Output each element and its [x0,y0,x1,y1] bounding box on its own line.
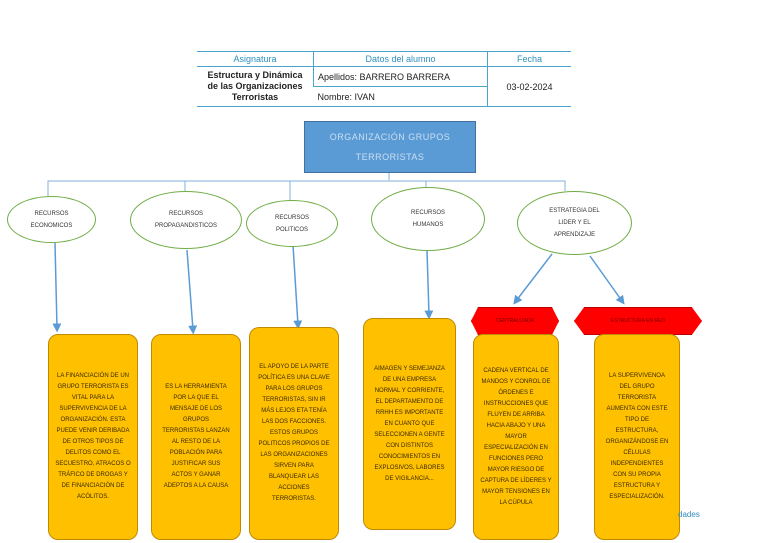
node-humanos-label: RECURSOS HUMANOS [410,210,445,228]
box-politicos-text: EL APOYO DE LA PARTE POLÍTICA ES UNA CLA… [258,364,330,502]
arrow-politicos [292,244,303,330]
type-red-label: ESTRUCTURA EN RED [610,318,666,324]
root-title-line1: ORGANIZACIÓN GRUPOS [329,132,451,142]
header-subject-label: Asignatura [197,51,314,67]
arrow-red [589,255,625,305]
root-node: ORGANIZACIÓN GRUPOS TERRORISTAS [304,121,476,173]
box-humanos-text: AIMAGEN Y SEMEJANZA DE UNA EMPRESA NORMA… [374,365,445,482]
node-estrategia-label: ESTRATEGIA DEL LIDER Y EL APRENDIZAJE [549,208,600,238]
node-propagandisticos: RECURSOS PROPAGANDISTICOS [130,191,242,249]
arrow-centralizada [513,253,553,305]
node-economicos-label: RECURSOS ECONOMICOS [30,210,73,229]
box-red-text: LA SUPERVIVENOA DEL GRUPO TERRORISTA AUM… [605,373,669,500]
root-title-line2: TERRORISTAS [355,152,425,162]
box-economicos: LA FINANCIACIÓN DE UN GRUPO TERRORISTA E… [48,334,138,540]
header-table: Asignatura Datos del alumno Fecha Estruc… [197,51,571,107]
node-humanos: RECURSOS HUMANOS [371,187,485,251]
node-estrategia: ESTRATEGIA DEL LIDER Y EL APRENDIZAJE [517,191,632,255]
type-centralizada-label: CENTRALIZADA [495,318,535,324]
arrow-humanos [424,249,434,320]
box-centralizada-text: CADENA VERTICAL DE MANDOS Y CONROL DE ÓR… [480,367,552,506]
node-politicos-label: RECURSOS POLITICOS [274,214,309,233]
type-red: ESTRUCTURA EN RED [574,307,702,335]
header-date-label: Fecha [487,51,571,67]
node-propagandisticos-label: RECURSOS PROPAGANDISTICOS [155,211,217,229]
box-humanos: AIMAGEN Y SEMEJANZA DE UNA EMPRESA NORMA… [363,318,456,530]
date-value: 03-02-2024 [487,66,571,107]
name-value: Nombre: IVAN [313,86,488,107]
arrow-economicos [52,242,62,333]
box-propagandisticos: ES LA HERRAMIENTA POR LA QUE EL MENSAJE … [151,334,241,540]
box-politicos: EL APOYO DE LA PARTE POLÍTICA ES UNA CLA… [249,327,339,540]
box-red: LA SUPERVIVENOA DEL GRUPO TERRORISTA AUM… [594,334,680,540]
box-propagandisticos-text: ES LA HERRAMIENTA POR LA QUE EL MENSAJE … [162,384,230,489]
node-economicos: RECURSOS ECONOMICOS [7,196,96,243]
tree-connector [47,171,566,200]
stray-text: dades [678,510,700,519]
type-centralizada: CENTRALIZADA [471,307,559,335]
surname-value: Apellidos: BARRERO BARRERA [313,66,488,87]
node-politicos: RECURSOS POLITICOS [246,200,338,247]
subject-value: Estructura y Dinámica de las Organizacio… [197,66,314,107]
arrow-propagandisticos [186,249,198,335]
box-centralizada: CADENA VERTICAL DE MANDOS Y CONROL DE ÓR… [473,334,559,540]
header-student-label: Datos del alumno [313,51,488,67]
box-economicos-text: LA FINANCIACIÓN DE UN GRUPO TERRORISTA E… [55,373,131,500]
